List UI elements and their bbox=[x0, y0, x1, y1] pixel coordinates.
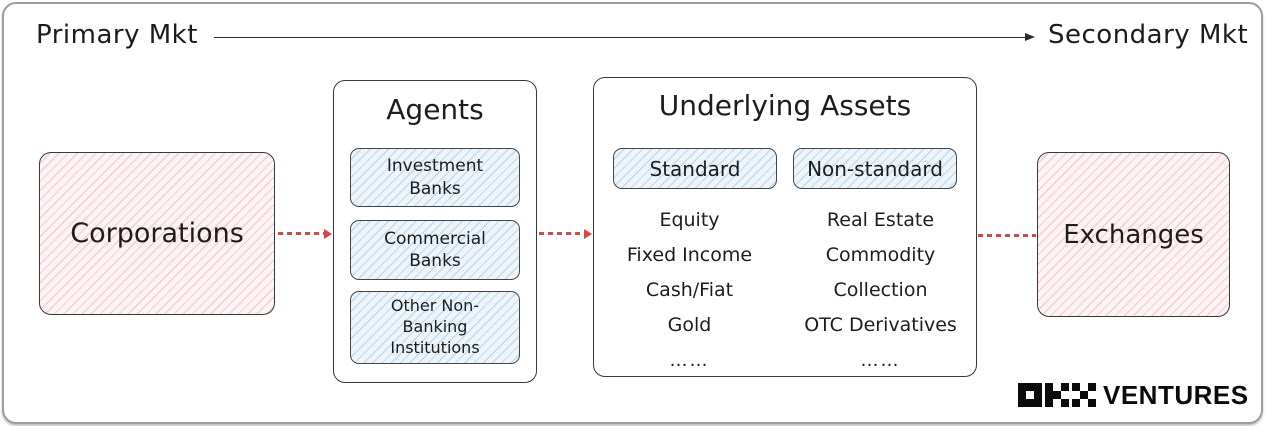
agent-chip-label: Other Non-Banking Institutions bbox=[390, 296, 480, 357]
non-standard-assets-chip: Non-standard bbox=[793, 148, 957, 189]
connector-arrowhead-icon bbox=[324, 228, 332, 239]
market-axis-line bbox=[214, 37, 1026, 38]
agents-node: Agents Investment Banks Commercial Banks… bbox=[333, 80, 537, 383]
okx-logo-icon bbox=[1018, 383, 1096, 407]
standard-chip-label: Standard bbox=[649, 156, 741, 181]
agent-chip-investment-banks: Investment Banks bbox=[350, 148, 520, 207]
asset-item-ellipsis: …… bbox=[669, 350, 710, 371]
exchanges-node: Exchanges bbox=[1037, 152, 1230, 317]
asset-item-commodity: Commodity bbox=[825, 244, 936, 266]
standard-assets-chip: Standard bbox=[613, 148, 777, 189]
agent-chip-other-non-banking: Other Non-Banking Institutions bbox=[350, 291, 520, 364]
exchanges-label: Exchanges bbox=[1063, 219, 1204, 250]
agent-chip-label: Commercial Banks bbox=[384, 228, 486, 271]
asset-columns: Equity Fixed Income Cash/Fiat Gold …… Re… bbox=[594, 203, 976, 378]
primary-market-label: Primary Mkt bbox=[36, 20, 198, 50]
connector-corporations-to-agents bbox=[278, 228, 332, 239]
agents-title: Agents bbox=[386, 93, 484, 126]
okx-ventures-logo: VENTURES bbox=[1018, 380, 1249, 410]
asset-item-ellipsis: …… bbox=[860, 350, 901, 371]
asset-item-equity: Equity bbox=[659, 209, 720, 231]
ventures-wordmark: VENTURES bbox=[1103, 380, 1249, 410]
non-standard-chip-label: Non-standard bbox=[807, 156, 943, 181]
non-standard-assets-list: Real Estate Commodity Collection OTC Der… bbox=[785, 203, 976, 378]
asset-item-collection: Collection bbox=[833, 279, 928, 301]
asset-item-gold: Gold bbox=[667, 314, 712, 336]
market-axis-arrowhead-icon bbox=[1025, 33, 1035, 41]
agent-chip-label: Investment Banks bbox=[386, 156, 484, 199]
connector-agents-to-assets bbox=[539, 228, 592, 239]
asset-item-otc-derivatives: OTC Derivatives bbox=[804, 314, 957, 336]
connector-assets-to-exchanges bbox=[978, 234, 1036, 237]
connector-arrowhead-icon bbox=[584, 228, 592, 239]
agent-chip-commercial-banks: Commercial Banks bbox=[350, 220, 520, 280]
asset-item-real-estate: Real Estate bbox=[826, 209, 935, 231]
underlying-assets-node: Underlying Assets Standard Non-standard … bbox=[593, 77, 977, 377]
corporations-node: Corporations bbox=[39, 152, 275, 315]
asset-item-fixed-income: Fixed Income bbox=[626, 244, 753, 266]
secondary-market-label: Secondary Mkt bbox=[1048, 20, 1249, 50]
corporations-label: Corporations bbox=[70, 218, 244, 249]
standard-assets-list: Equity Fixed Income Cash/Fiat Gold …… bbox=[594, 203, 785, 378]
asset-item-cash-fiat: Cash/Fiat bbox=[645, 279, 734, 301]
underlying-assets-title: Underlying Assets bbox=[658, 89, 912, 122]
